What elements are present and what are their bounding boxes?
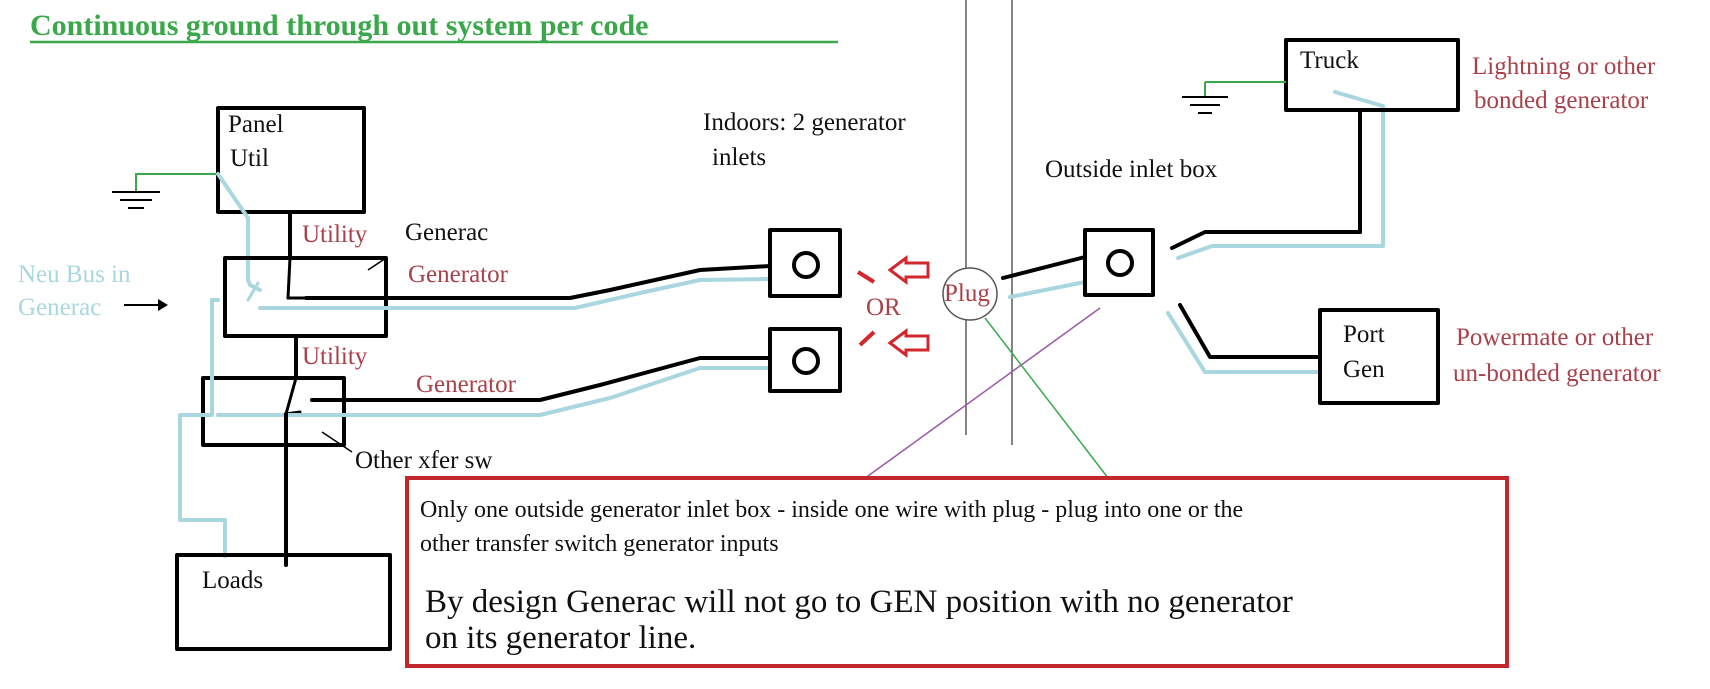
truck-label: Truck bbox=[1300, 47, 1359, 74]
other-xfer-switch-box bbox=[201, 376, 346, 447]
panel-label-2: Util bbox=[230, 145, 269, 172]
outside-inlet-label: Outside inlet box bbox=[1045, 156, 1218, 183]
generac-switch-blue bbox=[246, 281, 260, 302]
port-gen-wire-blue bbox=[1166, 311, 1322, 374]
diagram-title: Continuous ground through out system per… bbox=[30, 9, 648, 42]
plug-cord-black bbox=[1001, 255, 1087, 280]
or-mark-lower bbox=[858, 330, 876, 347]
neutral-wire-panel bbox=[216, 172, 262, 292]
other-xfer-pointer bbox=[321, 431, 353, 453]
utility-label-1: Utility bbox=[302, 221, 368, 248]
truck-wire-blue bbox=[1176, 90, 1385, 260]
neutral-wire-loads bbox=[178, 298, 227, 558]
generac-pointer bbox=[367, 257, 387, 271]
generator-wire-2-blue bbox=[216, 366, 772, 417]
powermate-label-2: un-bonded generator bbox=[1453, 360, 1661, 387]
loads-label: Loads bbox=[202, 567, 263, 594]
note-big-line-1: By design Generac will not go to GEN pos… bbox=[425, 584, 1293, 620]
port-gen-label-1: Port bbox=[1343, 321, 1385, 348]
note-box bbox=[405, 476, 1509, 668]
generator-label-1: Generator bbox=[408, 261, 509, 288]
plug-ellipse bbox=[942, 267, 998, 321]
generac-label: Generac bbox=[405, 219, 488, 246]
note-big-line-2: on its generator line. bbox=[425, 620, 696, 656]
ground-symbol-icon bbox=[112, 173, 218, 209]
or-label: OR bbox=[866, 294, 901, 321]
other-xfer-label: Other xfer sw bbox=[355, 447, 492, 474]
neu-bus-label-1: Neu Bus in bbox=[18, 261, 131, 288]
note-pointer-green bbox=[984, 317, 1116, 488]
note-line-2: other transfer switch generator inputs bbox=[420, 531, 779, 557]
ground-symbol-icon bbox=[1182, 81, 1286, 114]
port-gen-box bbox=[1318, 308, 1440, 405]
lightning-label-1: Lightning or other bbox=[1472, 53, 1656, 80]
or-mark-upper bbox=[856, 270, 876, 284]
neu-bus-label-2: Generac bbox=[18, 294, 101, 321]
arrow-right-icon bbox=[124, 299, 168, 311]
plug-cord-blue bbox=[1008, 280, 1087, 299]
generator-label-2: Generator bbox=[416, 371, 517, 398]
other-xfer-contact bbox=[284, 376, 298, 416]
generator-wire-1-blue bbox=[258, 277, 772, 310]
plug-label: Plug bbox=[944, 280, 990, 307]
generac-contact-black bbox=[286, 256, 292, 300]
indoors-label-2: inlets bbox=[712, 144, 766, 171]
arrow-left-icon bbox=[887, 255, 930, 285]
generator-wire-2-black bbox=[310, 356, 772, 402]
powermate-label-1: Powermate or other bbox=[1456, 324, 1654, 351]
note-pointer-purple bbox=[849, 307, 1101, 490]
truck-wire-black bbox=[1170, 230, 1362, 250]
lightning-label-2: bonded generator bbox=[1474, 87, 1649, 114]
inlet-receptacle-icon bbox=[768, 228, 842, 298]
inlet-receptacle-icon bbox=[1083, 228, 1155, 297]
generator-wire-1-black bbox=[304, 264, 772, 300]
note-line-1: Only one outside generator inlet box - i… bbox=[420, 497, 1243, 523]
port-gen-wire-black bbox=[1178, 303, 1322, 359]
panel-label-1: Panel bbox=[228, 111, 284, 138]
arrow-left-icon bbox=[887, 328, 930, 358]
inlet-receptacle-icon bbox=[768, 327, 842, 393]
indoors-label-1: Indoors: 2 generator bbox=[703, 109, 906, 136]
truck-box bbox=[1284, 38, 1460, 112]
loads-box bbox=[175, 553, 392, 651]
utility-label-2: Utility bbox=[302, 343, 368, 370]
port-gen-label-2: Gen bbox=[1343, 356, 1385, 383]
